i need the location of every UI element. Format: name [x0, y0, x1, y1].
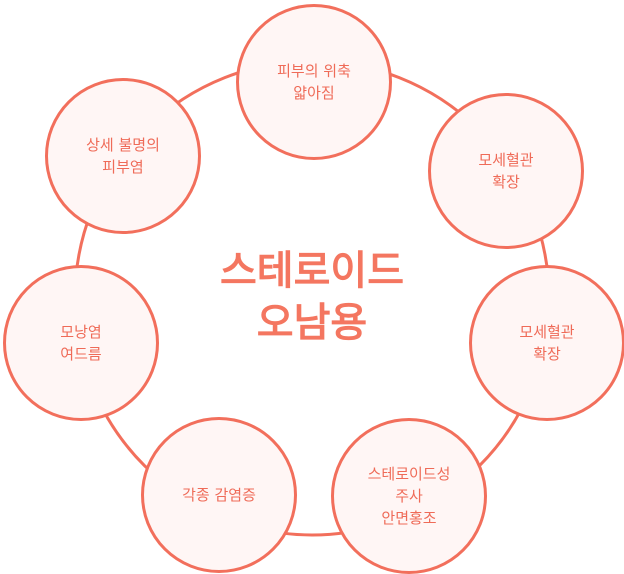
node-text: 스테로이드성 — [367, 465, 451, 483]
node-steroid-rosacea: 스테로이드성 주사 안면홍조 — [331, 418, 487, 574]
center-title-line2: 오남용 — [256, 300, 368, 346]
node-text: 확장 — [492, 173, 520, 191]
node-infections: 각종 감염증 — [141, 417, 297, 573]
center-title-line1: 스테로이드 — [220, 248, 404, 294]
node-telangiectasia-2: 모세혈관 확장 — [469, 265, 624, 421]
node-text: 상세 불명의 — [86, 136, 160, 154]
node-text: 피부의 위축 — [277, 62, 351, 80]
node-text: 얇아짐 — [293, 84, 335, 102]
node-text: 각종 감염증 — [182, 486, 256, 504]
node-text: 확장 — [533, 345, 561, 363]
node-text: 모세혈관 — [478, 151, 534, 169]
node-text: 여드름 — [60, 345, 102, 363]
node-skin-atrophy: 피부의 위축 얇아짐 — [236, 4, 392, 160]
node-text: 주사 — [395, 487, 423, 505]
node-text: 안면홍조 — [381, 509, 437, 527]
center-title: 스테로이드 오남용 — [220, 245, 404, 349]
node-folliculitis-acne: 모낭염 여드름 — [3, 265, 159, 421]
node-telangiectasia-1: 모세혈관 확장 — [428, 93, 584, 249]
node-text: 모세혈관 — [519, 323, 575, 341]
node-text: 모낭염 — [60, 323, 102, 341]
node-unspecified-dermatitis: 상세 불명의 피부염 — [45, 78, 201, 234]
node-text: 피부염 — [102, 158, 144, 176]
